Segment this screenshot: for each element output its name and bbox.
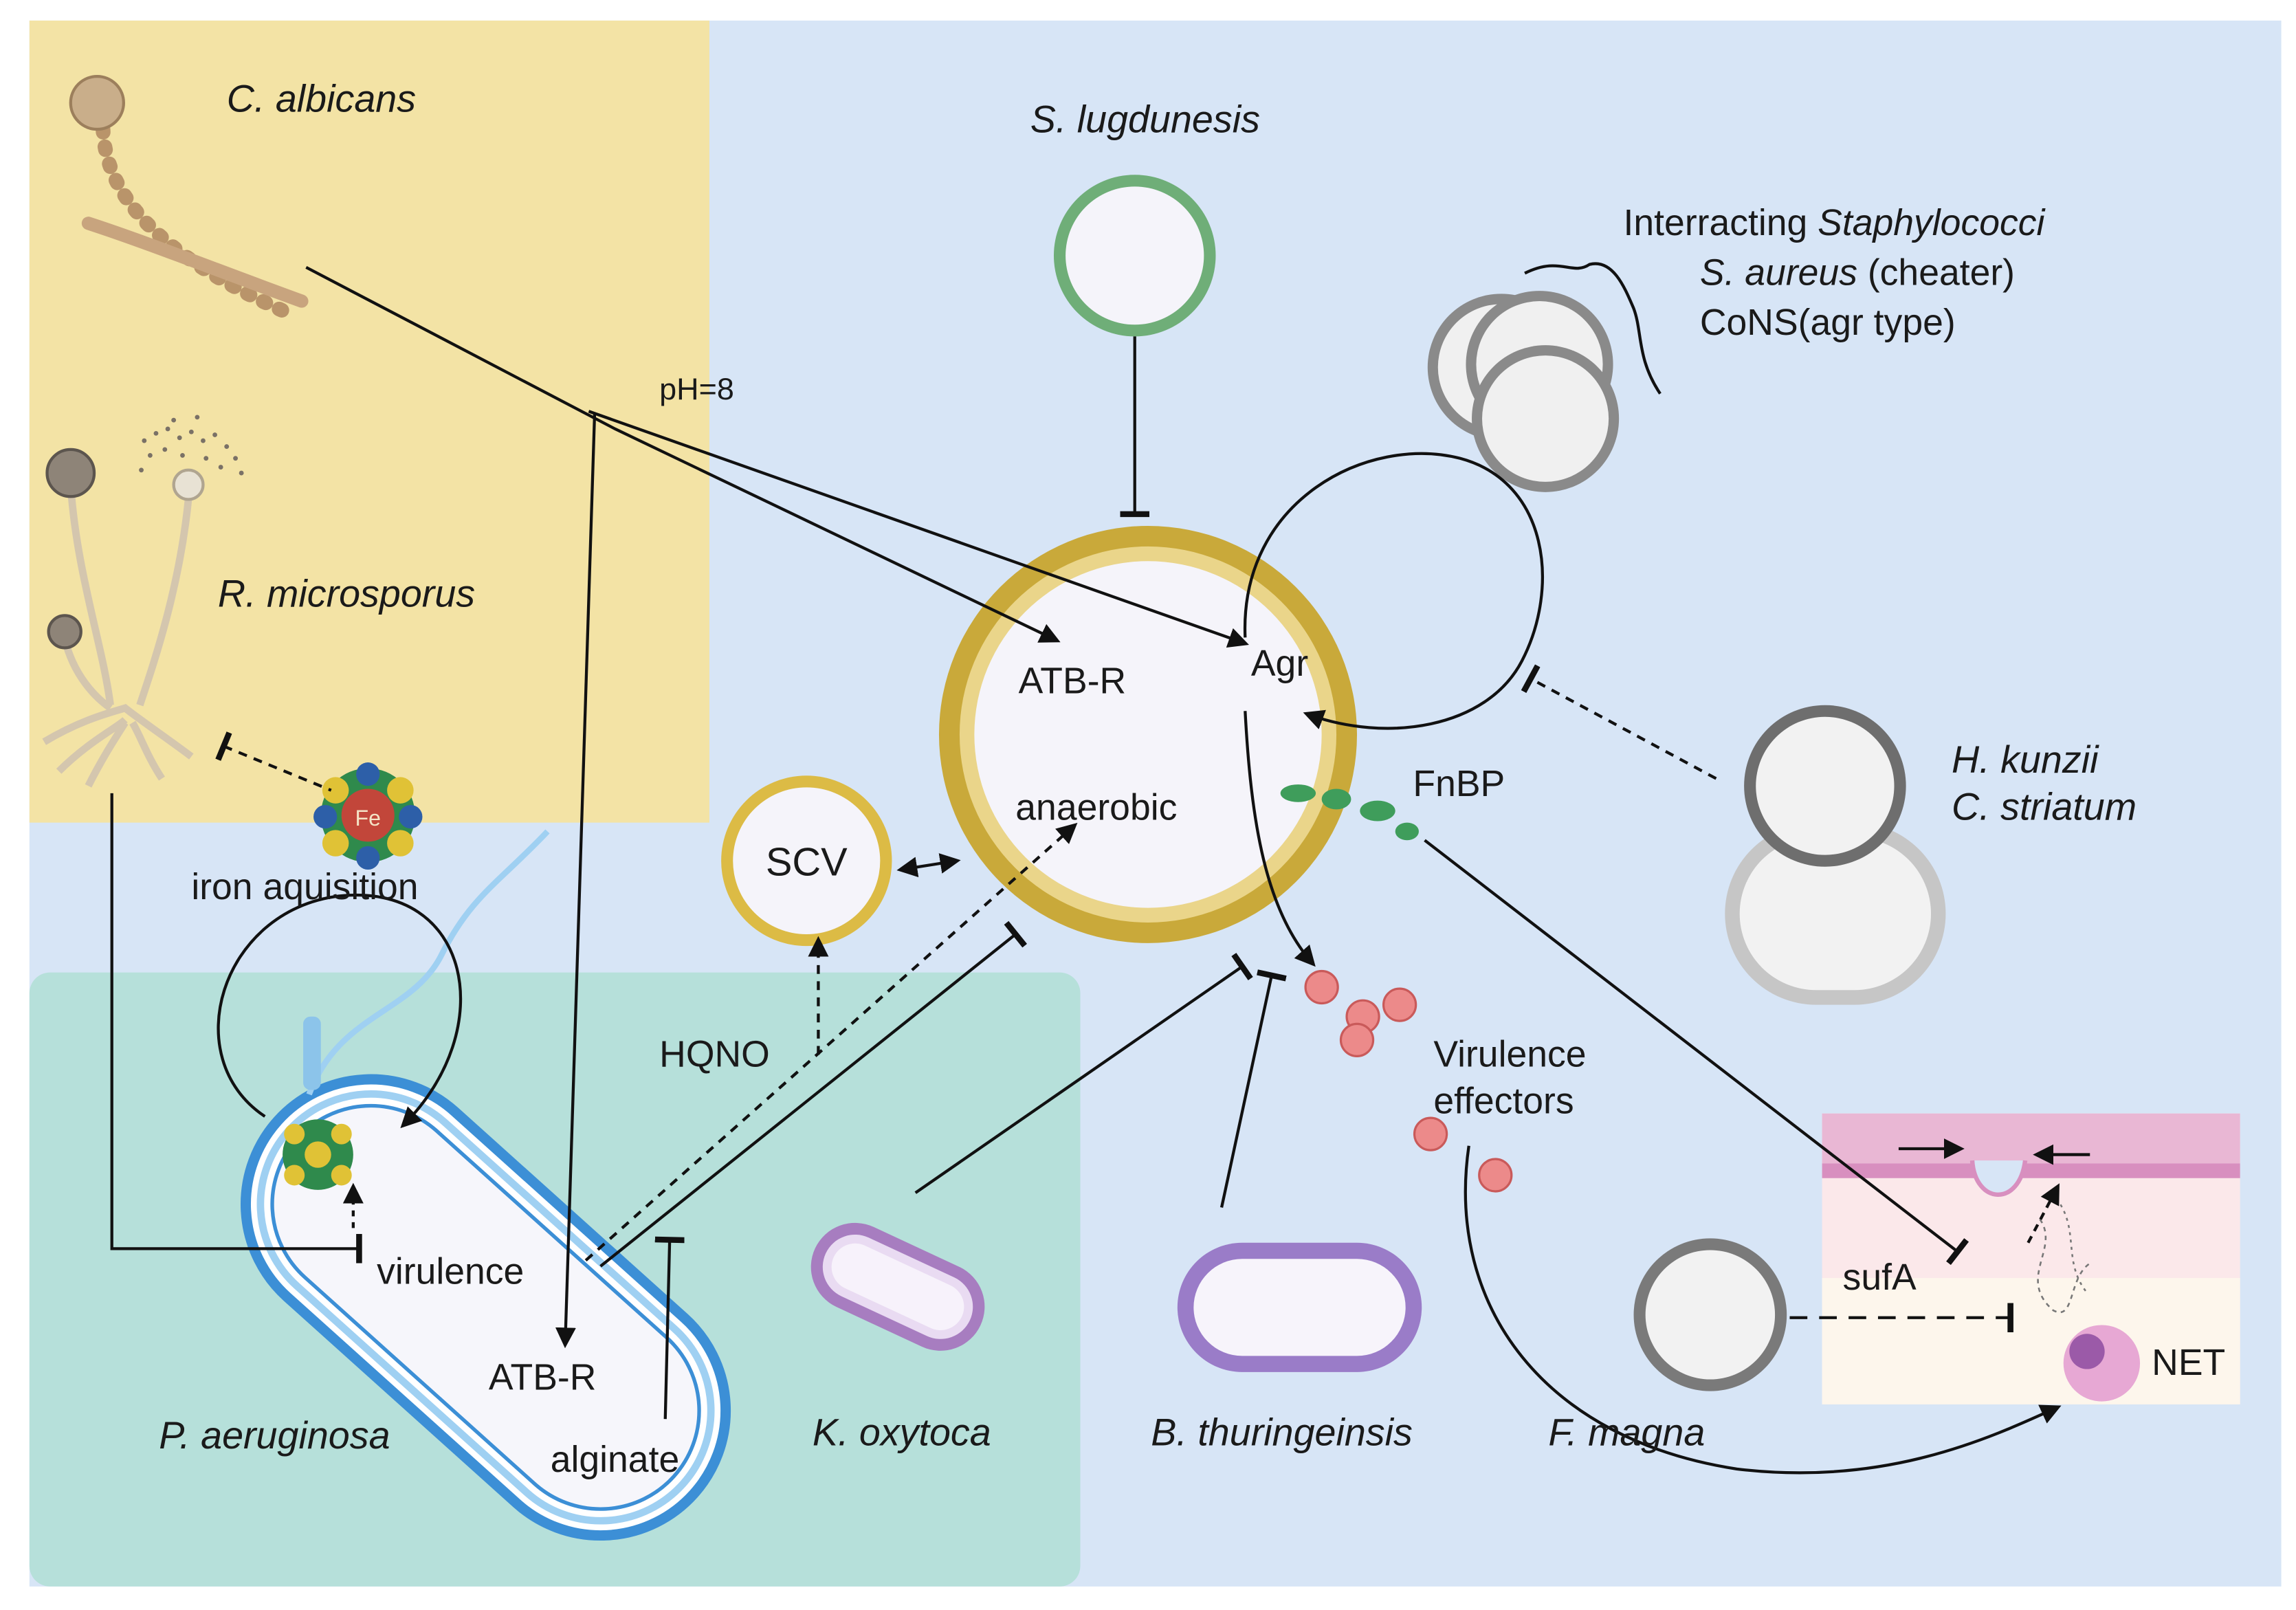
s-aureus-cell xyxy=(938,525,1358,943)
spore-cloud-icon xyxy=(139,415,244,476)
hqno-label: HQNO xyxy=(659,1034,770,1074)
fe-label: Fe xyxy=(355,806,381,830)
scv-label: SCV xyxy=(766,841,848,885)
sufa-label: sufA xyxy=(1843,1257,1917,1298)
r-microsporus-icon xyxy=(42,448,205,788)
atbr-pa-label: ATB-R xyxy=(489,1358,597,1398)
net-label: NET xyxy=(2152,1343,2225,1383)
virulence-effectors-label-1: Virulence xyxy=(1433,1034,1586,1074)
r-microsporus-label: R. microsporus xyxy=(218,573,475,615)
staphylococci-label-line3: CoNS(agr type) xyxy=(1700,302,1956,343)
s-lugdunesis-cell xyxy=(1053,175,1216,337)
flagellum xyxy=(306,829,550,1096)
c-albicans-icon xyxy=(69,74,309,324)
p-aeruginosa-label: P. aeruginosa xyxy=(159,1414,390,1457)
fnbp-icon xyxy=(1280,784,1419,841)
staphylococci-cluster xyxy=(1427,291,1620,492)
fnbp-label: FnBP xyxy=(1413,764,1505,804)
skin-panel xyxy=(1822,1113,2240,1404)
virulence-effector-dots xyxy=(1304,969,1513,1193)
virulence-label: virulence xyxy=(377,1252,524,1292)
staphylococci-label-line1: Interracting Staphylococci xyxy=(1624,203,2046,243)
c-striatum-label: C. striatum xyxy=(1952,785,2137,828)
anaerobic-label: anaerobic xyxy=(1015,787,1177,828)
fungi-zone xyxy=(29,20,709,823)
atbr-sa-label: ATB-R xyxy=(1019,661,1127,702)
b-thuringeinsis-cell xyxy=(1177,1242,1422,1372)
siderophore-internal-icon xyxy=(283,1119,353,1190)
staphylococci-line1-italic: Staphylococci xyxy=(1818,203,2046,243)
siderophore-icon: Fe xyxy=(313,762,423,870)
brace-icon xyxy=(1524,262,1662,395)
f-magna-cell xyxy=(1633,1238,1787,1391)
iron-aquisition-label: iron aquisition xyxy=(191,867,418,907)
ph-label: pH=8 xyxy=(659,371,734,406)
f-magna-label: F. magna xyxy=(1548,1411,1705,1454)
staphylococci-line2-suffix: (cheater) xyxy=(1857,253,2015,294)
k-oxytoca-label: K. oxytoca xyxy=(813,1411,991,1454)
scv-cell xyxy=(721,775,892,947)
h-kunzii-cell xyxy=(1725,705,1946,1005)
agr-label: Agr xyxy=(1251,643,1308,684)
staphylococci-line1-prefix: Interracting xyxy=(1624,203,1818,243)
interaction-arrows xyxy=(110,266,2090,1475)
alginate-label: alginate xyxy=(551,1440,679,1480)
c-albicans-label: C. albicans xyxy=(227,77,416,120)
k-oxytoca-cell xyxy=(810,1222,985,1351)
virulence-effectors-label-2: effectors xyxy=(1433,1081,1574,1122)
s-lugdunesis-label: S. lugdunesis xyxy=(1030,98,1260,140)
staphylococci-line2-italic: S. aureus xyxy=(1700,253,1857,294)
h-kunzii-label: H. kunzii xyxy=(1952,738,2099,781)
b-thuringeinsis-label: B. thuringeinsis xyxy=(1151,1411,1413,1454)
staphylococci-label-line2: S. aureus (cheater) xyxy=(1700,253,2015,294)
